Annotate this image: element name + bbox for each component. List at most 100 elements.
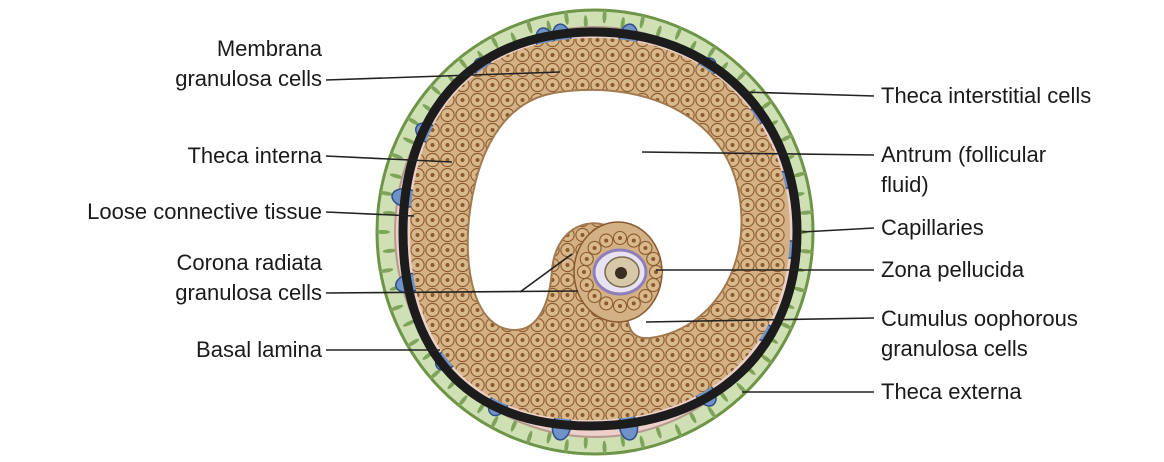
granulosa-cell-nucleus xyxy=(761,68,765,72)
granulosa-cell-nucleus xyxy=(446,293,450,297)
label-corona-radiata: Corona radiata granulosa cells xyxy=(175,248,322,308)
granulosa-cell-nucleus xyxy=(416,83,420,87)
label-membrana-line1: Membrana xyxy=(175,34,322,64)
granulosa-cell-nucleus xyxy=(566,53,570,57)
corona-cell-nucleus xyxy=(643,294,647,298)
granulosa-cell-nucleus xyxy=(626,353,630,357)
granulosa-cell-nucleus xyxy=(671,368,675,372)
granulosa-cell-nucleus xyxy=(551,413,555,417)
granulosa-cell-nucleus xyxy=(746,38,750,42)
granulosa-cell-nucleus xyxy=(446,218,450,222)
granulosa-cell-nucleus xyxy=(761,323,765,327)
granulosa-cell-nucleus xyxy=(461,158,465,162)
granulosa-cell-nucleus xyxy=(686,368,690,372)
granulosa-cell xyxy=(771,363,784,376)
granulosa-cell-nucleus xyxy=(566,278,570,282)
granulosa-cell-nucleus xyxy=(746,338,750,342)
granulosa-cell-nucleus xyxy=(521,83,525,87)
granulosa-cell-nucleus xyxy=(761,158,765,162)
corona-cell-nucleus xyxy=(604,239,608,243)
granulosa-cell-nucleus xyxy=(641,68,645,72)
granulosa-cell-nucleus xyxy=(776,98,780,102)
granulosa-cell-nucleus xyxy=(566,263,570,267)
granulosa-cell-nucleus xyxy=(431,203,435,207)
granulosa-cell-nucleus xyxy=(656,368,660,372)
granulosa-cell-nucleus xyxy=(701,68,705,72)
granulosa-cell-nucleus xyxy=(626,368,630,372)
theca-externa-fiber xyxy=(376,230,390,234)
granulosa-cell-nucleus xyxy=(746,308,750,312)
granulosa-cell-nucleus xyxy=(596,323,600,327)
granulosa-cell-nucleus xyxy=(776,248,780,252)
granulosa-cell-nucleus xyxy=(476,128,480,132)
granulosa-cell-nucleus xyxy=(551,308,555,312)
granulosa-cell-nucleus xyxy=(596,68,600,72)
granulosa-cell-nucleus xyxy=(776,383,780,387)
granulosa-cell xyxy=(771,408,784,421)
granulosa-cell xyxy=(741,48,754,61)
granulosa-cell-nucleus xyxy=(461,218,465,222)
granulosa-cell-nucleus xyxy=(536,53,540,57)
corona-cell-nucleus xyxy=(582,270,586,274)
granulosa-cell-nucleus xyxy=(491,83,495,87)
granulosa-cell-nucleus xyxy=(656,338,660,342)
granulosa-cell-nucleus xyxy=(776,398,780,402)
granulosa-cell-nucleus xyxy=(416,38,420,42)
granulosa-cell-nucleus xyxy=(731,293,735,297)
granulosa-cell-nucleus xyxy=(701,323,705,327)
granulosa-cell-nucleus xyxy=(776,53,780,57)
granulosa-cell-nucleus xyxy=(476,383,480,387)
granulosa-cell-nucleus xyxy=(626,413,630,417)
granulosa-cell-nucleus xyxy=(746,293,750,297)
granulosa-cell-nucleus xyxy=(461,143,465,147)
granulosa-cell-nucleus xyxy=(521,98,525,102)
granulosa-cell-nucleus xyxy=(416,278,420,282)
granulosa-cell xyxy=(456,33,469,46)
granulosa-cell-nucleus xyxy=(431,398,435,402)
granulosa-cell xyxy=(756,393,769,406)
granulosa-cell-nucleus xyxy=(566,383,570,387)
granulosa-cell-nucleus xyxy=(416,383,420,387)
granulosa-cell-nucleus xyxy=(761,188,765,192)
granulosa-cell-nucleus xyxy=(461,98,465,102)
granulosa-cell-nucleus xyxy=(761,293,765,297)
granulosa-cell-nucleus xyxy=(476,368,480,372)
granulosa-cell-nucleus xyxy=(761,53,765,57)
corona-cell-nucleus xyxy=(643,246,647,250)
granulosa-cell-nucleus xyxy=(446,53,450,57)
granulosa-cell xyxy=(426,48,439,61)
corona-cell-nucleus xyxy=(618,236,622,240)
granulosa-cell-nucleus xyxy=(626,53,630,57)
granulosa-cell xyxy=(441,48,454,61)
granulosa-cell-nucleus xyxy=(746,263,750,267)
granulosa-cell-nucleus xyxy=(746,278,750,282)
granulosa-cell-nucleus xyxy=(521,68,525,72)
granulosa-cell-nucleus xyxy=(701,98,705,102)
granulosa-cell-nucleus xyxy=(581,368,585,372)
granulosa-cell-nucleus xyxy=(746,53,750,57)
granulosa-cell-nucleus xyxy=(431,188,435,192)
granulosa-cell-nucleus xyxy=(671,338,675,342)
granulosa-cell-nucleus xyxy=(641,368,645,372)
granulosa-cell-nucleus xyxy=(596,383,600,387)
granulosa-cell-nucleus xyxy=(611,68,615,72)
granulosa-cell-nucleus xyxy=(746,398,750,402)
granulosa-cell-nucleus xyxy=(596,353,600,357)
granulosa-cell-nucleus xyxy=(476,338,480,342)
granulosa-cell-nucleus xyxy=(551,338,555,342)
granulosa-cell-nucleus xyxy=(566,338,570,342)
granulosa-cell-nucleus xyxy=(536,368,540,372)
granulosa-cell-nucleus xyxy=(626,398,630,402)
granulosa-cell-nucleus xyxy=(746,248,750,252)
label-corona-line2: granulosa cells xyxy=(175,278,322,308)
granulosa-cell-nucleus xyxy=(611,323,615,327)
granulosa-cell-nucleus xyxy=(536,383,540,387)
label-cumulus-line1: Cumulus oophorous xyxy=(881,304,1078,334)
granulosa-cell xyxy=(771,63,784,76)
granulosa-cell-nucleus xyxy=(641,353,645,357)
granulosa-cell-nucleus xyxy=(431,323,435,327)
granulosa-cell xyxy=(771,393,784,406)
granulosa-cell-nucleus xyxy=(746,203,750,207)
granulosa-cell-nucleus xyxy=(686,338,690,342)
